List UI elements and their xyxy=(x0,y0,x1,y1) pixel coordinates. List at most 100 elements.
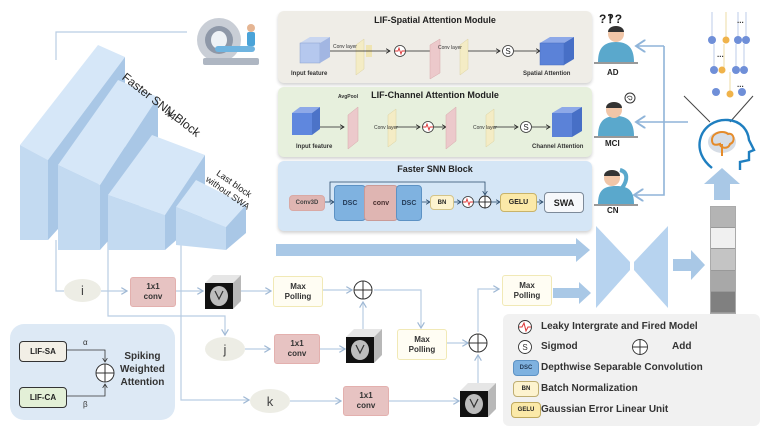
spatial-attention-cube xyxy=(539,37,574,66)
beta-label: β xyxy=(83,400,88,409)
input-feature-cube xyxy=(292,107,320,135)
output-bar-segment xyxy=(711,291,735,313)
bn-badge: BN xyxy=(513,381,539,397)
lif-icon xyxy=(462,196,474,208)
add-node-1 xyxy=(353,280,373,300)
encoder-blocks xyxy=(20,45,246,250)
snn-block-connectors xyxy=(324,181,592,209)
arrow-add2-pool3 xyxy=(477,289,499,332)
legend-panel: Leaky Intergrate and Fired Model S Sigmo… xyxy=(503,314,760,426)
add-icon xyxy=(478,195,492,209)
mci-patient-icon xyxy=(594,92,638,138)
svg-text:S: S xyxy=(523,123,528,132)
bottleneck-right xyxy=(634,226,668,308)
neuron-network-icon xyxy=(708,12,750,98)
spatial-conv-label-1: Conv layer xyxy=(333,44,357,50)
spiking-weighted-attention-panel: LIF-SA LIF-CA α β Spiking Weighted Atten… xyxy=(10,324,175,420)
conv-layer-2 xyxy=(459,38,469,76)
ad-patient-icon xyxy=(594,26,638,64)
channel-conv-label-2: Conv layer xyxy=(473,125,497,131)
spatial-output-label: Spatial Attention xyxy=(523,71,571,77)
spatial-input-label: Input feature xyxy=(291,71,328,77)
bn-block: BN xyxy=(430,195,454,210)
pool-flow-arrow xyxy=(553,282,591,304)
up-arrow xyxy=(704,168,740,200)
lif-icon xyxy=(422,121,434,133)
branch-i-line xyxy=(55,240,64,292)
mri-scanner-icon xyxy=(197,18,259,65)
lif-sa-box: LIF-SA xyxy=(19,341,67,362)
conv-layer-1 xyxy=(387,108,397,148)
legend-text: Batch Normalization xyxy=(541,382,638,394)
avgpool-layer xyxy=(347,106,359,150)
conv-layer-1 xyxy=(355,38,372,76)
legend-text: Gaussian Error Linear Unit xyxy=(541,403,669,415)
svg-text:S: S xyxy=(505,47,510,56)
add-node-2 xyxy=(468,333,488,353)
brain-mri-cube-1 xyxy=(205,275,241,309)
channel-attention-cube xyxy=(552,107,582,137)
dsc-block-2: DSC xyxy=(396,185,422,221)
gelu-block: GELU xyxy=(500,193,537,212)
output-bar-segment xyxy=(711,270,735,292)
snn-block-title: Faster SNN Block xyxy=(397,164,473,174)
channel-attention-module: LIF-Channel Attention Module AvgPool S C… xyxy=(278,87,592,157)
output-bar-segment xyxy=(711,249,735,271)
branch-j-line xyxy=(107,240,225,335)
legend-item-bn: BN Batch Normalization xyxy=(503,379,760,397)
add-icon xyxy=(632,339,648,355)
avgpool-label: AvgPool xyxy=(338,94,359,100)
sigmoid-icon: S xyxy=(520,121,532,133)
bottleneck-shape xyxy=(596,226,668,308)
sigmoid-icon: S xyxy=(502,45,514,57)
legend-item-gelu: GELU Gaussian Error Linear Unit xyxy=(503,400,760,418)
spatial-module-title: LIF-Spatial Attention Module xyxy=(374,15,496,25)
svg-text:S: S xyxy=(522,343,527,352)
channel-input-label: Input feature xyxy=(296,144,333,150)
legend-add-text: Add xyxy=(672,340,692,352)
encoder-block-4 xyxy=(176,180,246,250)
branch-k-node: k xyxy=(250,389,290,413)
arrow-add1-pool2 xyxy=(374,289,421,328)
spatial-module-graphic: S xyxy=(299,37,574,80)
branch-i-node: i xyxy=(64,279,101,302)
cone-line-left xyxy=(683,95,711,123)
brain-mri-cube-2 xyxy=(346,329,382,363)
legend-text: Leaky Intergrate and Fired Model xyxy=(541,320,698,332)
conv-block: conv xyxy=(364,185,398,221)
brain-mri-cube-3 xyxy=(460,383,496,417)
alpha-label: α xyxy=(83,338,88,347)
cone-line-right xyxy=(729,95,754,123)
gelu-badge: GELU xyxy=(511,402,541,418)
dsc-badge: DSC xyxy=(513,360,539,376)
cn-patient-icon xyxy=(594,168,638,206)
pool-layer xyxy=(429,38,441,80)
branch-j-node: j xyxy=(205,337,245,361)
branch-k-line xyxy=(180,240,249,400)
main-flow-arrow xyxy=(276,238,590,262)
dsc-block-1: DSC xyxy=(334,185,366,221)
output-bar-segment xyxy=(711,228,735,250)
output-feature-bar xyxy=(710,206,736,314)
conv-layer-2 xyxy=(485,108,495,148)
input-feature-cube xyxy=(299,37,330,64)
pool-layer-2 xyxy=(445,106,457,150)
lif-icon xyxy=(394,45,406,57)
legend-item-sigmoid-add: S Sigmod Add xyxy=(503,337,760,355)
arrow-to-cn xyxy=(634,66,665,195)
neuron-ellipsis-2: ... xyxy=(717,50,724,59)
ad-thought-marks: ?‽? xyxy=(599,12,624,26)
swa-block: SWA xyxy=(544,192,584,213)
swa-connectors xyxy=(66,349,115,397)
legend-item-dsc: DSC Depthwise Separable Convolution xyxy=(503,358,760,376)
channel-module-title: LIF-Channel Attention Module xyxy=(371,90,499,100)
class-label-ad: AD xyxy=(607,68,619,77)
sigmoid-icon: S xyxy=(518,340,532,354)
